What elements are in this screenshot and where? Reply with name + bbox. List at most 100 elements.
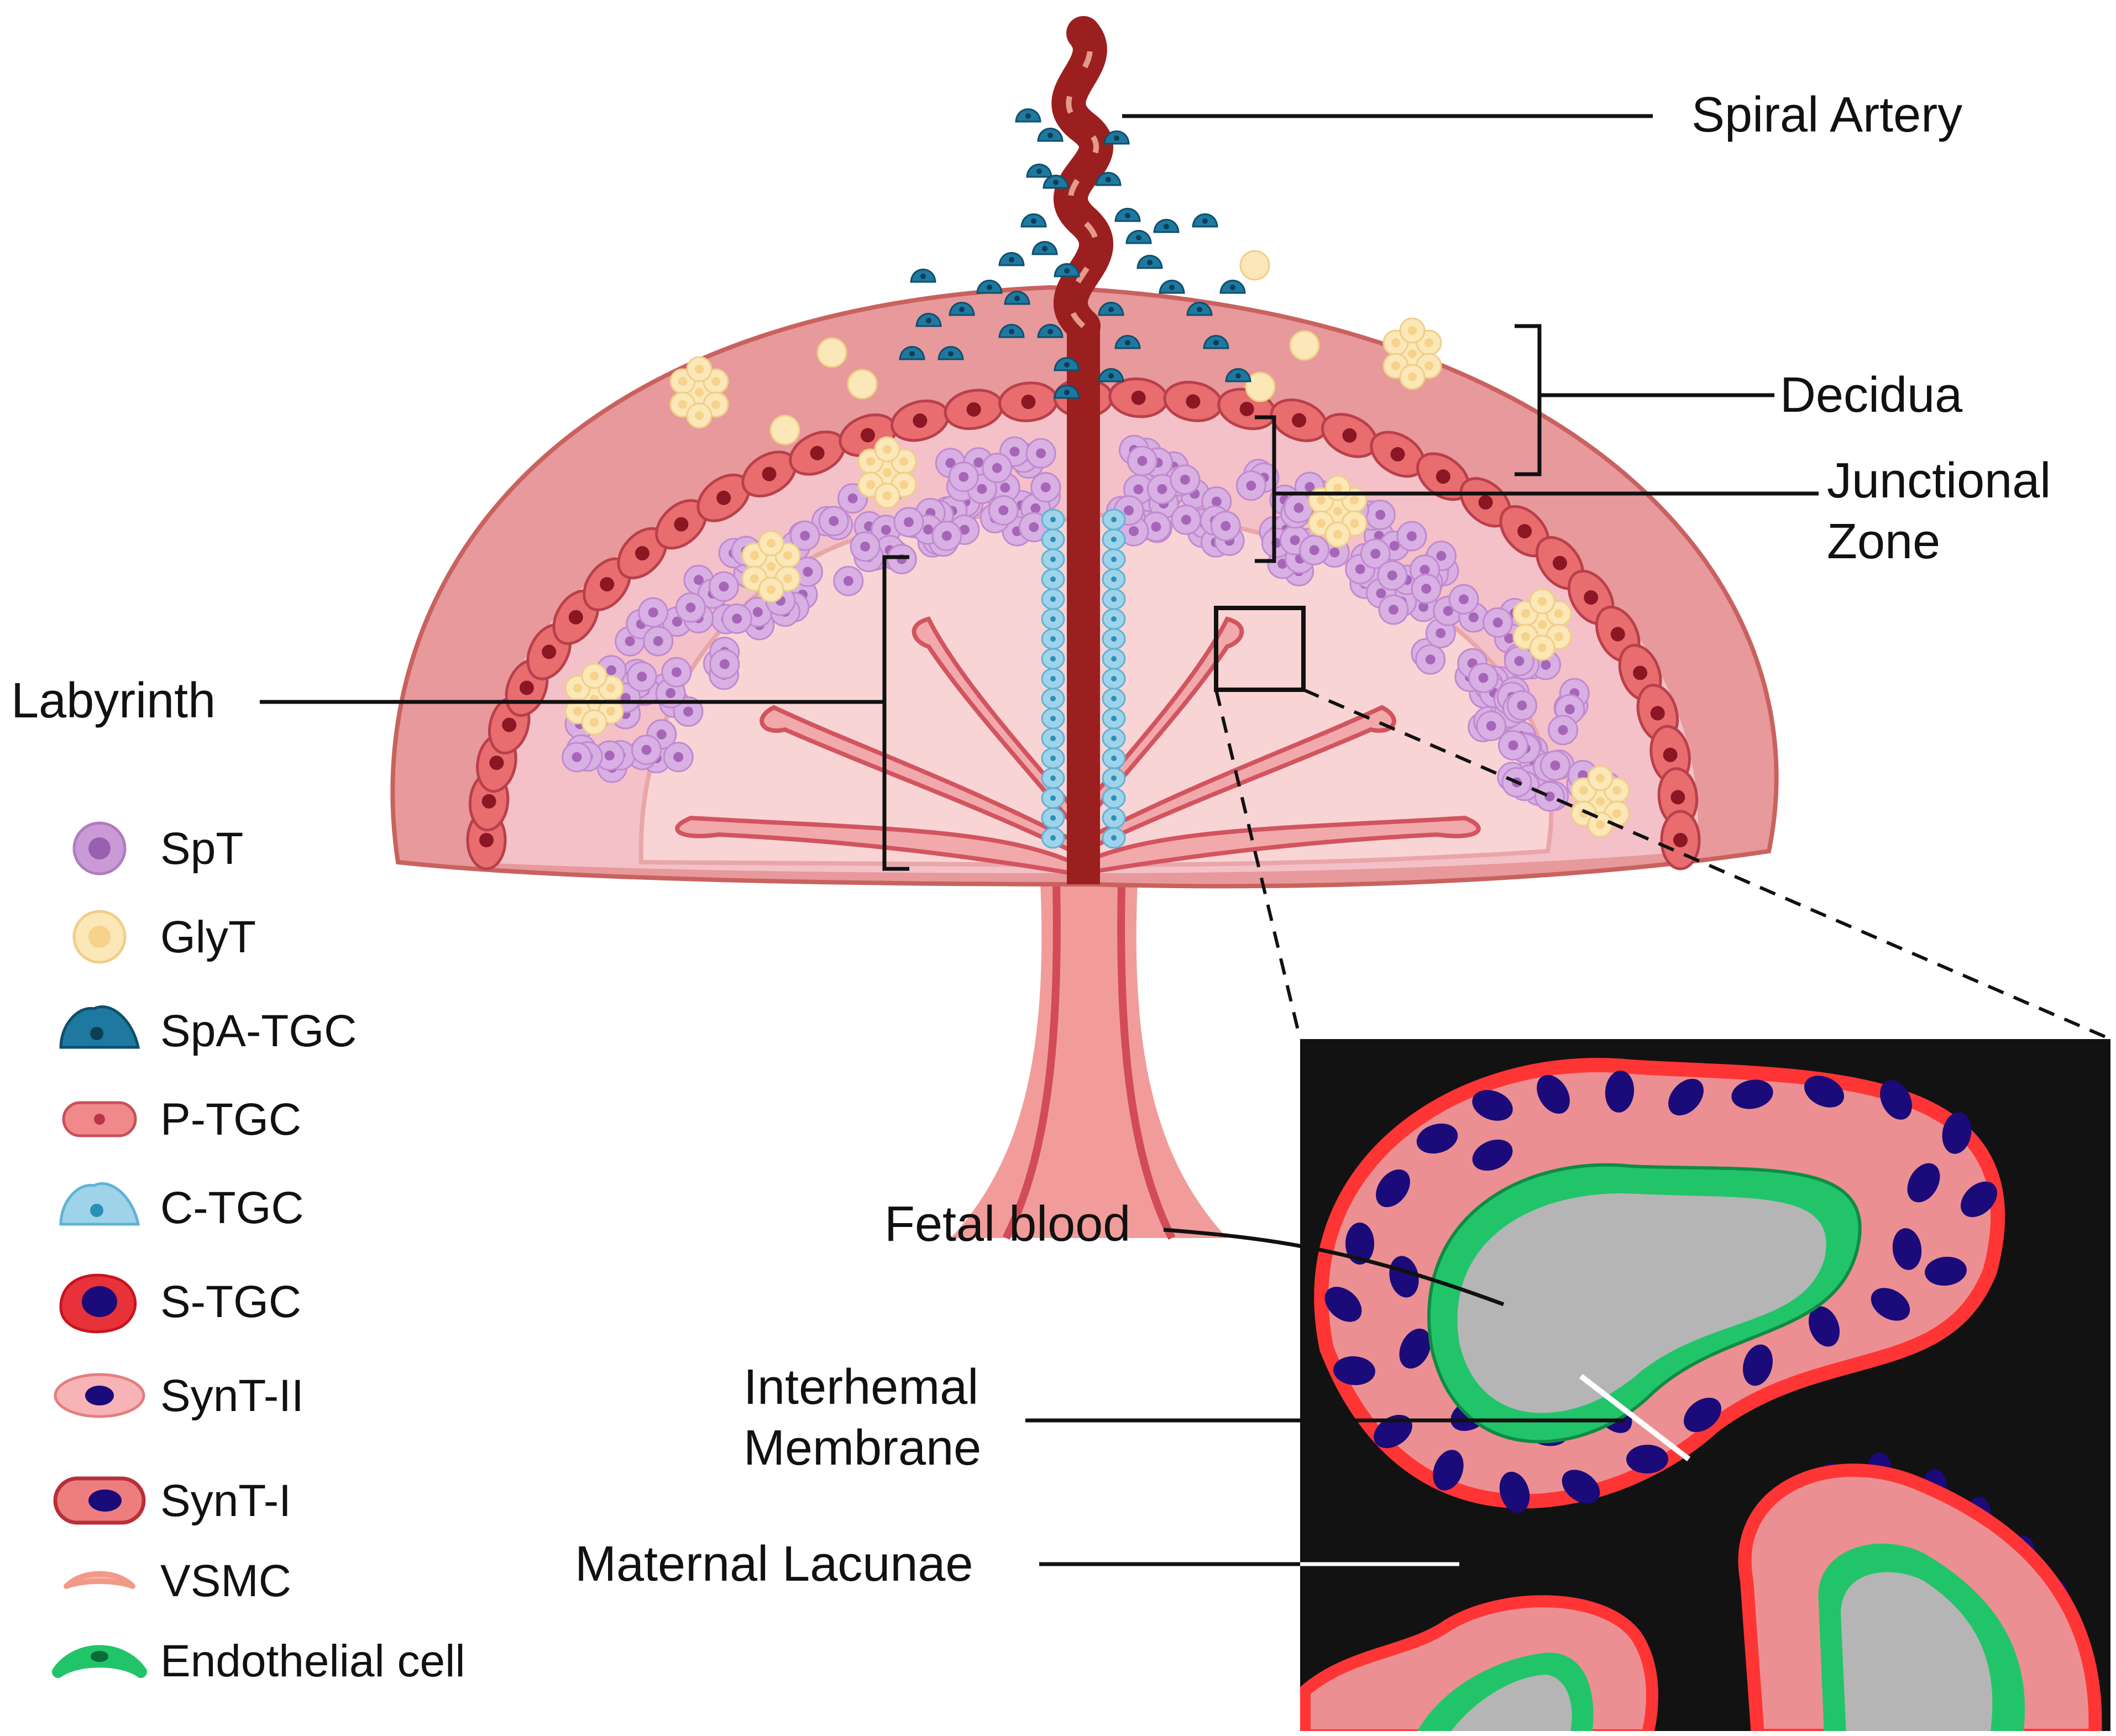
spt-nucleus [1157,484,1167,494]
spa-tgc-nucleus [1047,133,1053,138]
spt-nucleus [1459,594,1469,605]
c-tgc-cell [1102,787,1126,809]
spt-nucleus [1406,531,1417,542]
spt-cell [709,571,739,602]
c-tgc-cell [1041,727,1065,749]
spt-nucleus [1389,541,1400,551]
c-tgc-cell [1102,648,1126,670]
spt-cell [638,597,669,628]
p-tgc-nucleus [1633,665,1648,680]
spt-nucleus [843,576,853,586]
spt-nucleus [673,752,684,762]
c-tgc-cell [1102,628,1126,650]
glyt-nucleus [883,445,892,454]
c-tgc-cell [1041,568,1065,590]
p-tgc-nucleus [1131,390,1146,405]
c-tgc-cell [1041,548,1065,570]
spt-nucleus [1541,660,1551,670]
spt-cell [1448,584,1479,615]
spa-tgc-cell [915,313,942,327]
syncytiotrophoblast-ii-icon [54,1373,145,1418]
glyt-nucleus [1521,632,1530,641]
spa-tgc-cell [1125,230,1152,244]
c-tgc-cell [1102,548,1126,570]
spt-cell [1378,594,1409,625]
c-tgc-cell [1041,767,1065,789]
c-tgc-nucleus [1111,596,1117,602]
spt-nucleus [1329,547,1340,558]
spa-tgc-nucleus [1064,390,1070,395]
spt-nucleus [752,607,763,617]
glyt-nucleus [678,400,687,409]
spa-tgc-cell [998,324,1025,338]
decidua-bracket [1515,324,1542,476]
glyt-nucleus [767,539,776,548]
spa-tgc-cell [1098,302,1124,316]
spt-cell [1468,663,1499,693]
spt-nucleus [625,636,635,647]
glyt-nucleus [767,562,776,571]
spt-cell [1127,445,1157,476]
spiral-artery-tgc-icon [59,1005,140,1049]
spt-cell [988,495,1019,526]
glycogen-trophoblast-clusters [564,250,1630,838]
c-tgc-nucleus [1111,517,1117,522]
p-tgc-nucleus [674,517,689,532]
spa-tgc-cell [1186,302,1213,316]
p-tgc-nucleus [489,756,504,770]
spt-nucleus [572,752,582,762]
spt-cell [833,565,864,596]
c-tgc-nucleus [1111,795,1117,801]
p-tgc-nucleus [1342,428,1357,443]
spa-tgc-nucleus [1014,296,1020,301]
spa-tgc-nucleus [1053,180,1059,185]
spa-tgc-cell [1225,368,1251,382]
spa-tgc-cell [998,252,1025,266]
synt-nucleus [1537,1074,1570,1114]
c-tgc-cell [1102,568,1126,590]
c-tgc-cell [1102,807,1126,829]
spiral-artery-tgc-cells [899,108,1251,399]
spt-nucleus [1517,700,1527,711]
spt-cell [1504,646,1534,676]
spt-cell [673,696,704,727]
p-tgc-nucleus [1552,555,1567,570]
spa-tgc-cell [1114,208,1141,222]
junctional-zone-label-1: Junctional [1827,453,2051,508]
p-tgc-nucleus [1610,627,1625,642]
zoom-line-left [1214,689,1302,1040]
spt-nucleus [1221,521,1231,531]
c-tgc-cell [1041,588,1065,610]
legend-icon-body [59,1182,140,1226]
spa-tgc-nucleus [948,351,954,356]
c-tgc-nucleus [1111,815,1117,821]
spa-tgc-cell [937,346,964,360]
spt-nucleus [945,458,956,468]
c-tgc-nucleus [1050,716,1056,721]
spa-tgc-nucleus [1108,307,1114,312]
c-tgc-cell [1041,707,1065,730]
glyt-nucleus [1521,609,1530,618]
spt-cell [709,649,740,680]
glyt-nucleus [695,411,704,420]
p-tgc-nucleus [1021,395,1036,410]
legend-label-p-tgc: P-TGC [160,1094,301,1145]
glyt-cell [1239,250,1270,281]
glyt-nucleus [1554,609,1563,618]
spa-tgc-nucleus [1009,329,1014,334]
glyt-nucleus [1408,326,1417,335]
glyt-nucleus [711,377,720,386]
spt-nucleus [671,667,682,678]
glyt-nucleus [695,388,704,397]
spt-nucleus [1000,482,1010,493]
spa-tgc-nucleus [1235,373,1241,379]
c-tgc-nucleus [1111,636,1117,642]
c-tgc-cell [1041,787,1065,809]
spt-nucleus [1151,522,1161,532]
p-tgc-nucleus [1292,413,1307,428]
c-tgc-cell [1041,508,1065,531]
spt-cell [661,657,692,688]
spt-cell [1506,690,1537,721]
glyt-nucleus [606,684,615,693]
legend-icon-nucleus [90,1204,103,1217]
